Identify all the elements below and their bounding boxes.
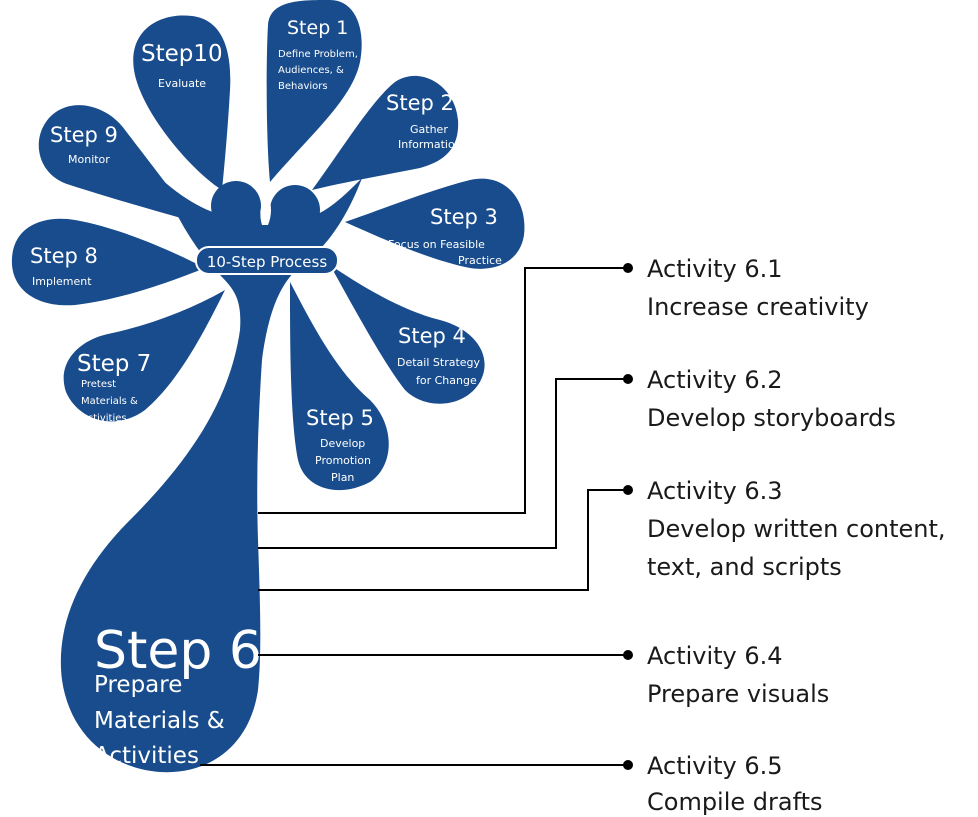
step-5-petal: Step 5 Develop Promotion Plan (290, 282, 389, 491)
step-9-title: Step 9 (50, 123, 118, 147)
step-3-desc-line-2: Practice (458, 254, 502, 267)
step-7-desc-line-1: Pretest (81, 379, 116, 390)
step-4-petal: Step 4 Detail Strategy for Change (330, 265, 485, 404)
step-2-desc-line-2: Information (398, 138, 462, 151)
step-3-petal: Step 3 Focus on Feasible Practice (345, 178, 525, 269)
step-4-desc-line-2: for Change (416, 374, 477, 387)
step-9-desc: Monitor (68, 153, 110, 166)
activity-6-5-title: Activity 6.5 (647, 752, 783, 780)
center-label-text: 10-Step Process (207, 253, 328, 271)
activity-6-2-desc: Develop storyboards (647, 404, 896, 432)
step-7-desc-line-2: Materials & (81, 396, 138, 407)
step-1-desc-line-3: Behaviors (278, 81, 328, 92)
activity-6-4-desc: Prepare visuals (647, 680, 829, 708)
step-8-desc: Implement (32, 275, 92, 288)
step-4-desc-line-1: Detail Strategy (397, 356, 481, 369)
step-8-title: Step 8 (30, 244, 98, 268)
step-6-desc-line-2: Materials & (94, 708, 225, 734)
step-2-desc-line-1: Gather (410, 123, 448, 136)
step-1-desc-line-1: Define Problem, (278, 49, 358, 60)
step-7-desc-line-3: Activities (81, 413, 127, 424)
step-7-petal: Step 7 Pretest Materials & Activities (63, 290, 225, 424)
connector-dot-activity-6-4 (623, 650, 633, 660)
activity-6-3-desc-line-1: Develop written content, (647, 515, 946, 543)
step-5-desc-line-1: Develop (320, 437, 365, 450)
activity-6-1-desc: Increase creativity (647, 293, 869, 321)
activity-6-4-title: Activity 6.4 (647, 642, 783, 670)
step-1-petal: Step 1 Define Problem, Audiences, & Beha… (266, 0, 362, 182)
activity-6-5: Activity 6.5 Compile drafts (647, 752, 823, 816)
connector-dot-activity-6-3 (623, 485, 633, 495)
activity-6-1-title: Activity 6.1 (647, 255, 783, 283)
step-6-desc-line-3: Activities (94, 743, 199, 769)
step-5-desc-line-2: Promotion (315, 454, 371, 467)
activity-6-3-title: Activity 6.3 (647, 477, 783, 505)
connector-dot-activity-6-5 (623, 760, 633, 770)
activity-6-1: Activity 6.1 Increase creativity (647, 255, 869, 321)
step-9-petal: Step 9 Monitor (38, 105, 195, 222)
step-6-title: Step 6 (94, 621, 262, 681)
activity-6-2: Activity 6.2 Develop storyboards (647, 366, 896, 432)
step-7-title: Step 7 (77, 351, 151, 377)
step-5-title: Step 5 (306, 406, 374, 430)
step-6-petal: Step 6 Prepare Materials & Activities (60, 178, 363, 773)
step-2-petal: Step 2 Gather Information (312, 75, 462, 190)
step-3-title: Step 3 (430, 205, 498, 229)
activity-6-2-title: Activity 6.2 (647, 366, 783, 394)
activity-6-3: Activity 6.3 Develop written content, te… (647, 477, 946, 581)
step-10-title: Step10 (141, 41, 223, 67)
center-label: 10-Step Process (195, 246, 339, 275)
step-10-desc: Evaluate (158, 77, 206, 90)
connector-activity-6-3 (258, 489, 628, 591)
activity-6-4: Activity 6.4 Prepare visuals (647, 642, 829, 708)
step-4-title: Step 4 (398, 324, 466, 348)
connector-activity-6-1 (258, 267, 628, 514)
step-2-title: Step 2 (386, 91, 454, 115)
figure-divider (260, 195, 271, 225)
step-5-desc-line-3: Plan (331, 471, 354, 484)
connector-dot-activity-6-1 (623, 263, 633, 273)
step-1-title: Step 1 (287, 17, 348, 39)
step-3-desc-line-1: Focus on Feasible (388, 238, 485, 251)
activity-6-5-desc: Compile drafts (647, 788, 823, 816)
connector-activity-6-2 (258, 378, 628, 549)
connector-dot-activity-6-2 (623, 374, 633, 384)
step-10-petal: Step10 Evaluate (133, 15, 231, 190)
activity-6-3-desc-line-2: text, and scripts (647, 553, 842, 581)
step-1-desc-line-2: Audiences, & (278, 65, 344, 76)
connectors (200, 263, 633, 770)
step-8-petal: Step 8 Implement (11, 218, 205, 306)
step-6-desc-line-1: Prepare (94, 672, 182, 698)
